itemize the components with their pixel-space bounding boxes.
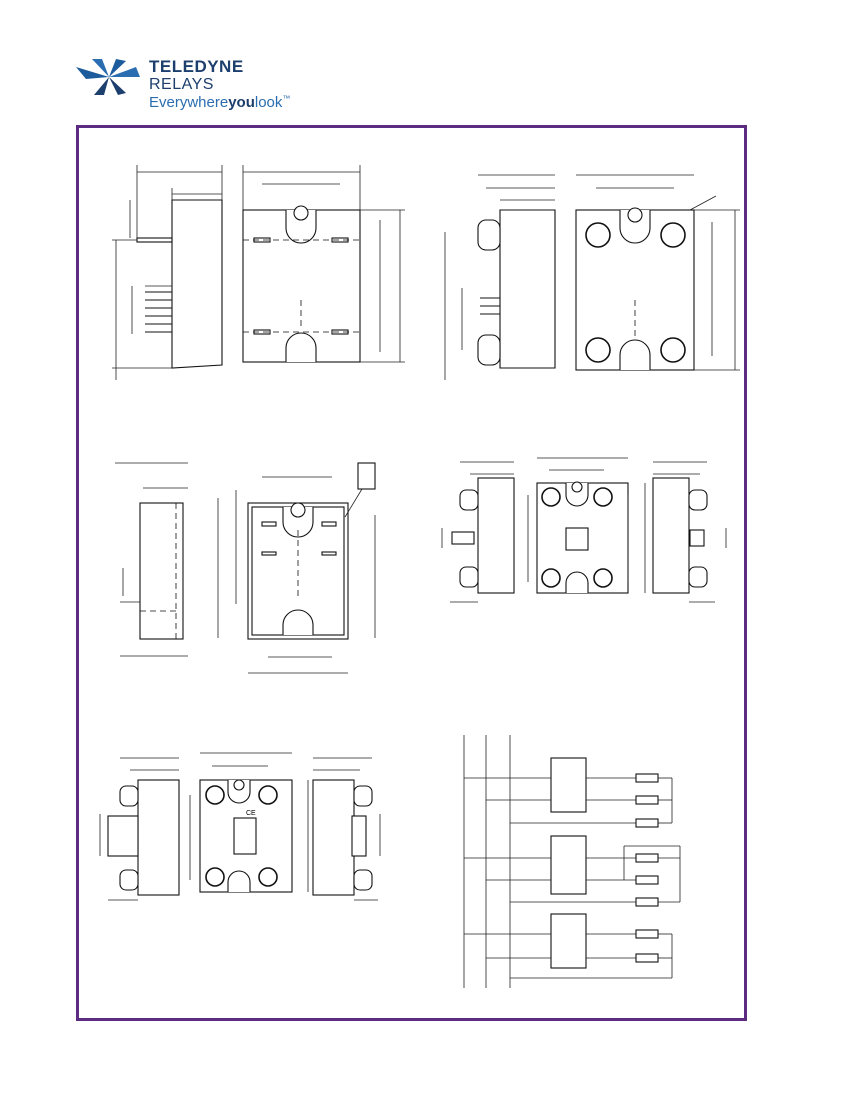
brand-division: RELAYS	[149, 76, 214, 93]
ce-mark: CE	[246, 810, 256, 817]
outline-diagram-middle-left	[115, 462, 376, 674]
outline-diagram-middle-right	[441, 457, 727, 603]
diagram-frame	[76, 125, 747, 1021]
header: TELEDYNE RELAYS Everywhereyoulook™	[74, 57, 374, 117]
outline-diagram-bottom-left: CE	[99, 752, 381, 901]
outline-diagram-top-left	[112, 165, 405, 380]
teledyne-logo-icon	[76, 59, 140, 95]
tagline: Everywhereyoulook™	[149, 94, 291, 111]
wiring-diagram-bottom-right	[463, 735, 681, 988]
outline-diagram-top-right	[444, 174, 740, 380]
brand-name: TELEDYNE	[149, 57, 244, 76]
